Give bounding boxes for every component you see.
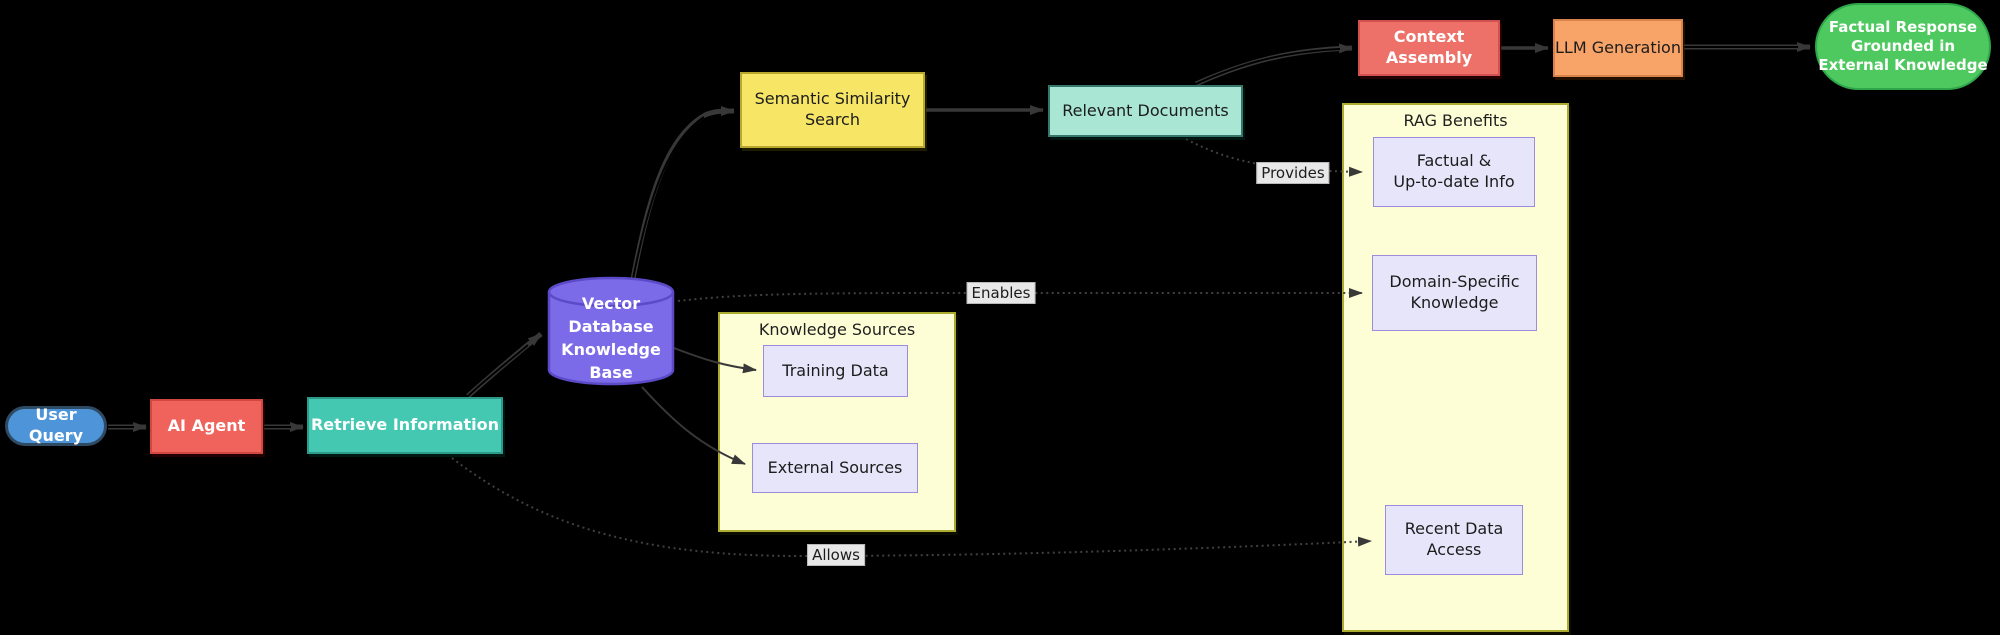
- edge-label-allows: Allows: [807, 544, 865, 566]
- cylinder-icon: [547, 276, 675, 386]
- domain-knowledge-node: Domain-Specific Knowledge: [1372, 255, 1537, 331]
- vector-database-node: Vector Database Knowledge Base: [547, 276, 675, 388]
- user-query-node: User Query: [5, 405, 107, 446]
- relevant-documents-node: Relevant Documents: [1048, 85, 1243, 137]
- knowledge-sources-title: Knowledge Sources: [758, 320, 916, 339]
- training-data-node: Training Data: [763, 345, 908, 397]
- retrieve-information-node: Retrieve Information: [307, 397, 503, 454]
- vector-database-label: Vector Database Knowledge Base: [561, 293, 661, 383]
- external-sources-node: External Sources: [752, 443, 918, 493]
- edge-retrieve-information-to-vector-db: [466, 332, 543, 398]
- edge-relevant-documents-to-context-assembly: [1194, 43, 1353, 87]
- llm-generation-node: LLM Generation: [1553, 19, 1683, 77]
- factual-response-node: Factual Response Grounded in External Kn…: [1815, 3, 1991, 90]
- edge-vector-db-to-semantic-search: [629, 106, 735, 285]
- edge-label-provides: Provides: [1256, 162, 1330, 184]
- edge-vector-db-to-training-data: [673, 347, 757, 374]
- rag-benefits-title: RAG Benefits: [1403, 111, 1508, 130]
- edge-label-enables: Enables: [966, 282, 1036, 304]
- semantic-search-node: Semantic Similarity Search: [740, 72, 925, 148]
- factual-info-node: Factual & Up-to-date Info: [1373, 137, 1535, 207]
- edge-vector-db-to-domain-knowledge: [677, 288, 1363, 302]
- recent-data-node: Recent Data Access: [1385, 505, 1523, 575]
- edge-relevant-documents-to-factual-info: [1185, 138, 1363, 177]
- context-assembly-node: Context Assembly: [1358, 20, 1500, 76]
- ai-agent-node: AI Agent: [150, 399, 263, 454]
- edge-vector-db-to-external-sources: [641, 386, 746, 465]
